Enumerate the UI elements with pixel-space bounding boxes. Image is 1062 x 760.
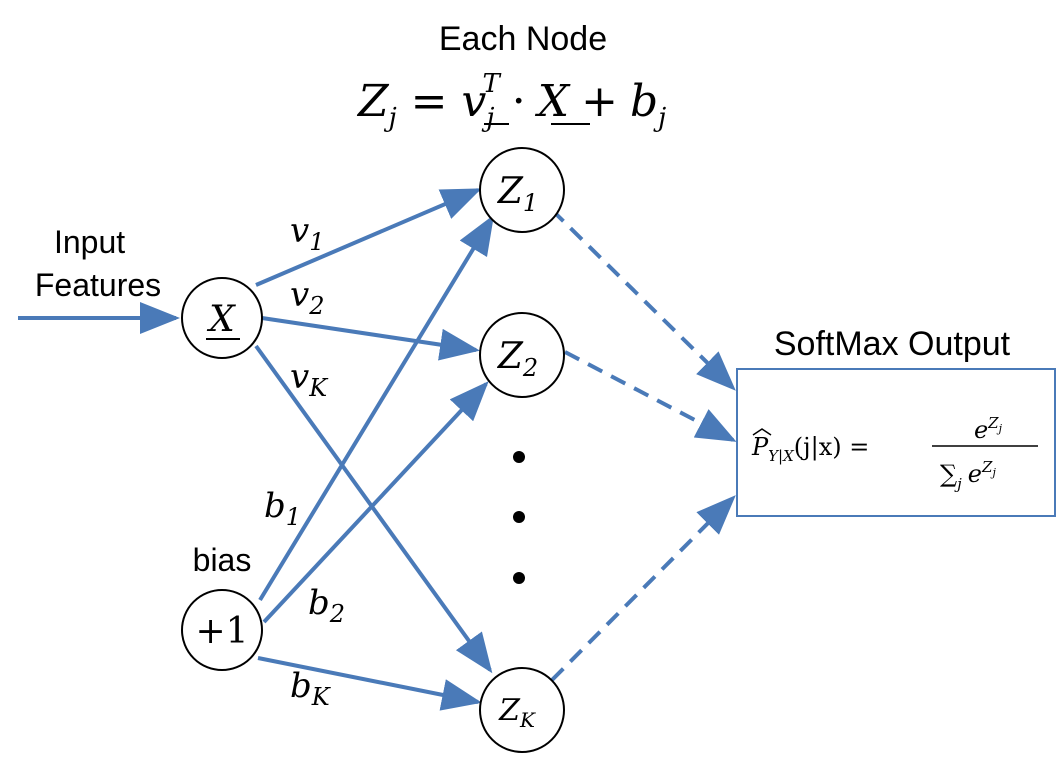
ellipsis-dot	[513, 511, 525, 523]
weight-label-vk: vK	[290, 357, 329, 402]
diagram-title: Each Node	[439, 20, 607, 58]
svg-text:+1: +1	[195, 611, 248, 652]
ellipsis-dot	[513, 572, 525, 584]
node-bias: +1	[181, 589, 263, 671]
edge-bias-zk	[257, 656, 482, 711]
svg-text:Zj=vjT·X+bj: Zj=vjT·X+bj	[356, 69, 666, 133]
edge-bias-z2	[262, 381, 489, 624]
input-features-label: Input Features	[35, 224, 161, 303]
softmax-output-box	[736, 368, 1056, 517]
weight-label-v1: v1	[290, 211, 325, 256]
svg-text:Z2: Z2	[497, 336, 538, 382]
svg-text:eZj: eZj	[974, 414, 1003, 444]
edge-bias-z1	[258, 214, 495, 602]
weight-label-bk: bK	[290, 666, 332, 711]
edge-x-z2	[261, 316, 480, 361]
dashed-edge-zk-output	[550, 495, 736, 682]
node-equation: Zj=vjT·X+bj	[356, 69, 666, 133]
edge-x-z1	[255, 188, 482, 287]
weight-label-b2: b2	[308, 583, 345, 628]
svg-text:PY|X(j|x) =: PY|X(j|x) =	[751, 433, 869, 465]
dashed-edge-z1-output	[550, 208, 736, 391]
node-z1: Z1	[479, 147, 565, 233]
svg-text:Z1: Z1	[497, 171, 538, 217]
node-x: X	[181, 277, 263, 359]
node-zk: ZK	[479, 667, 565, 753]
svg-text:ZK: ZK	[498, 693, 536, 732]
ellipsis-dot	[513, 451, 525, 463]
softmax-output-heading: SoftMax Output	[774, 325, 1011, 363]
bias-label: bias	[193, 542, 252, 578]
dashed-edge-z2-output	[564, 350, 737, 442]
svg-text:X: X	[206, 299, 236, 340]
node-z2: Z2	[479, 312, 565, 398]
weight-label-v2: v2	[290, 275, 325, 320]
weight-label-b1: b1	[264, 486, 301, 531]
